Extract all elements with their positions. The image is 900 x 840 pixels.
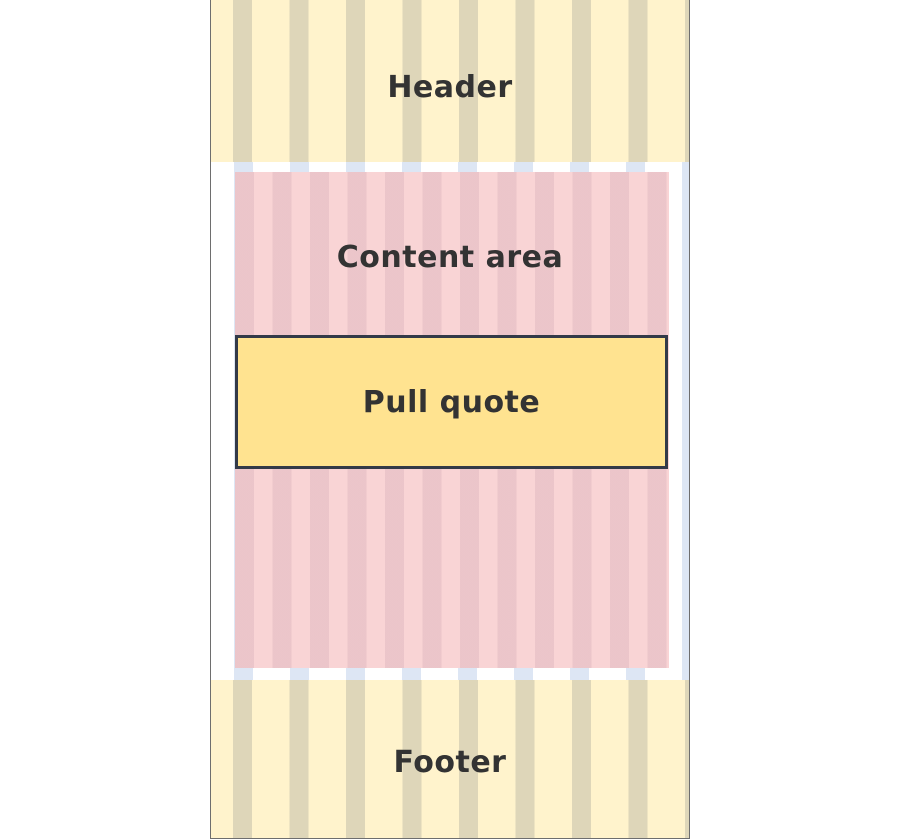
footer-column-grid: [211, 680, 689, 838]
footer-label: Footer: [393, 745, 507, 780]
content-area-label: Content area: [336, 240, 564, 275]
footer-region: [211, 680, 689, 838]
header-label: Header: [387, 70, 513, 105]
header-region: [211, 0, 689, 162]
pull-quote-label: Pull quote: [362, 384, 541, 420]
pull-quote-block: Pull quote: [235, 335, 668, 469]
header-column-grid: [211, 0, 689, 162]
